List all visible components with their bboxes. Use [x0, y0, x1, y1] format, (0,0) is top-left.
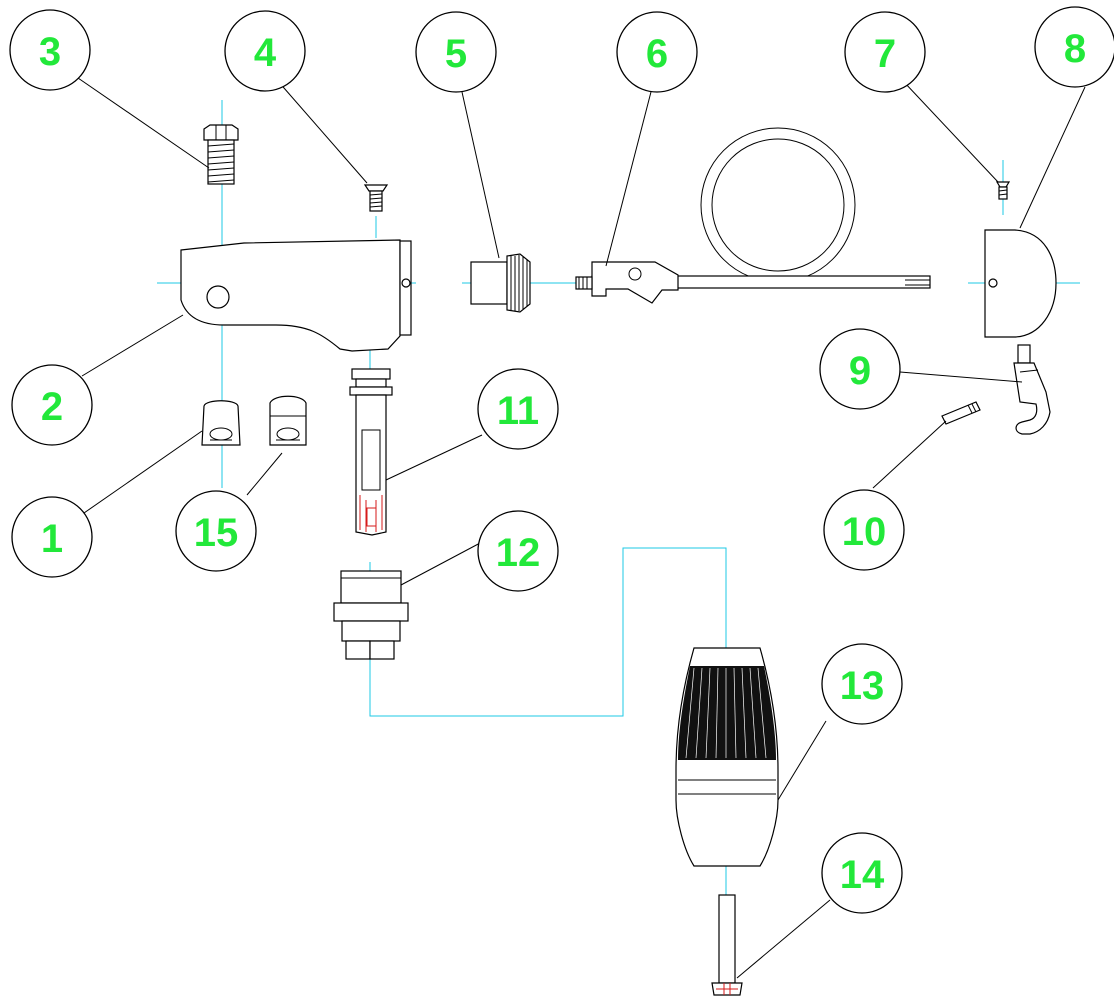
svg-text:8: 8: [1064, 27, 1086, 71]
callout-7: 7: [844, 11, 926, 93]
part-5-cap: [470, 253, 531, 313]
svg-text:10: 10: [842, 510, 887, 554]
callout-10: 10: [823, 489, 905, 571]
part-4-screw: [363, 184, 389, 212]
part-2-body: [180, 239, 412, 352]
part-3-hex-bolt: [203, 124, 239, 185]
svg-text:4: 4: [254, 31, 277, 75]
svg-text:1: 1: [41, 517, 63, 561]
part-14-long-screw: [711, 894, 743, 996]
callout-4: 4: [224, 10, 306, 92]
callout-11: 11: [477, 368, 559, 450]
callout-9: 9: [819, 328, 901, 410]
svg-text:7: 7: [874, 32, 896, 76]
callout-3: 3: [9, 9, 91, 91]
callout-5: 5: [415, 11, 497, 93]
callout-6: 6: [616, 11, 698, 93]
svg-text:12: 12: [496, 531, 541, 575]
svg-text:11: 11: [497, 389, 539, 433]
axis-lines: [157, 100, 1080, 940]
callout-14: 14: [821, 832, 903, 914]
part-7-screw: [995, 181, 1011, 200]
callout-15: 15: [175, 490, 257, 572]
svg-text:3: 3: [39, 30, 61, 74]
svg-text:9: 9: [849, 349, 871, 393]
callout-12: 12: [477, 510, 559, 592]
leader-lines: [77, 77, 1086, 979]
part-1-nut: [201, 400, 241, 446]
svg-text:13: 13: [840, 664, 885, 708]
svg-text:14: 14: [840, 853, 885, 897]
callout-8: 8: [1034, 6, 1114, 88]
part-12-fitting: [333, 570, 409, 660]
svg-text:5: 5: [445, 32, 467, 76]
part-13-handle: [675, 647, 779, 867]
callout-2: 2: [11, 364, 93, 446]
part-10-pin: [941, 401, 981, 425]
svg-text:2: 2: [41, 385, 63, 429]
part-8-end-cap: [984, 229, 1057, 338]
part-6-needle-coil: [575, 127, 931, 304]
callout-1: 1: [11, 496, 93, 578]
svg-text:15: 15: [194, 511, 239, 555]
svg-text:6: 6: [646, 32, 668, 76]
part-15-nut: [269, 395, 307, 446]
callout-13: 13: [821, 643, 903, 725]
part-9-valve: [1013, 344, 1051, 435]
part-11-nozzle: [349, 368, 393, 536]
